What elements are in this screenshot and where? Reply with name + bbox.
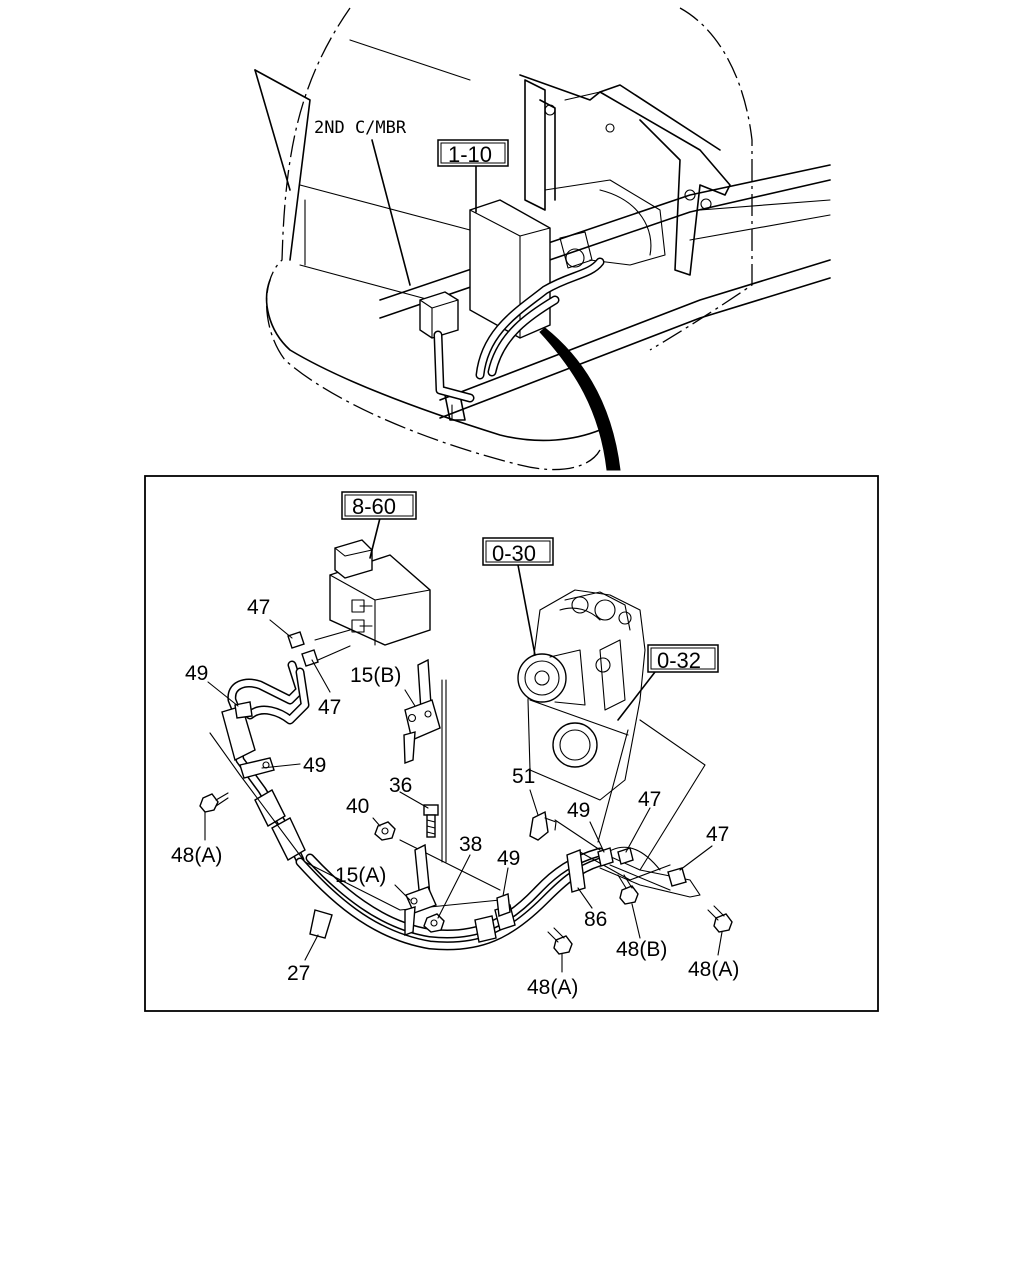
- svg-text:8-60: 8-60: [352, 494, 396, 519]
- engine-assembly: [527, 589, 646, 801]
- svg-text:0-30: 0-30: [492, 541, 536, 566]
- connector-51: [529, 810, 557, 841]
- callout-47-top: 47: [247, 596, 270, 619]
- callout-49-lower: 49: [497, 847, 520, 870]
- ref-box-0-32: 0-32: [647, 644, 719, 673]
- ref-8-60-leader: [369, 517, 381, 559]
- detail-frame: [144, 475, 879, 1012]
- zoom-arrow: [539, 327, 621, 471]
- callout-49-left: 49: [185, 662, 208, 685]
- ref-box-1-10: 1-10: [437, 139, 509, 167]
- callout-40: 40: [346, 795, 369, 818]
- callout-38: 38: [459, 833, 482, 856]
- clip-47-right2: [667, 867, 687, 887]
- clip-49-right: [597, 847, 614, 867]
- callout-27: 27: [287, 962, 310, 985]
- callout-51: 51: [512, 765, 535, 788]
- callout-36: 36: [389, 774, 412, 797]
- nut-40: [374, 821, 396, 841]
- bolt-36: [423, 804, 439, 838]
- svg-text:0-32: 0-32: [657, 648, 701, 673]
- callout-49-right: 49: [567, 799, 590, 822]
- member-label: 2ND C/MBR: [314, 118, 407, 138]
- upper-heater-block: [419, 179, 666, 339]
- upper-hoses: [433, 257, 605, 403]
- ref-box-8-60: 8-60: [341, 491, 417, 520]
- callout-47-right2: 47: [706, 823, 729, 846]
- assembly-line-40: [399, 839, 501, 891]
- bracket-15b: [403, 658, 441, 764]
- bolt-48b: [617, 874, 639, 905]
- callout-leaders: [204, 619, 723, 973]
- bracket-86: [566, 849, 586, 893]
- svg-text:1-10: 1-10: [448, 142, 492, 167]
- crank-pulley: [552, 722, 598, 768]
- callout-48a-right: 48(A): [688, 958, 739, 981]
- callout-49-clip: 49: [303, 754, 326, 777]
- callout-48a-mid: 48(A): [527, 976, 578, 999]
- assembly-line-47-mid: [317, 645, 351, 661]
- assembly-line-86: [579, 851, 671, 881]
- clip-47-top: [287, 631, 305, 649]
- compressor-pulley: [517, 649, 586, 706]
- assembly-line-47-top: [314, 629, 351, 641]
- assembly-line-51: [554, 819, 601, 851]
- callout-47-mid: 47: [318, 696, 341, 719]
- cab-outline: [254, 7, 753, 471]
- callout-47-right1: 47: [638, 788, 661, 811]
- member-leader: [371, 139, 411, 286]
- clip-47-right1: [617, 847, 634, 865]
- callout-86: 86: [584, 908, 607, 931]
- bolt-48a-right: [707, 905, 733, 933]
- main-hose: [221, 705, 701, 951]
- clip-47-mid: [301, 649, 319, 667]
- ref-0-32-leader: [617, 671, 656, 721]
- clip-49-lower: [496, 893, 511, 917]
- heater-hose-loop: [227, 660, 310, 725]
- callout-48a-left: 48(A): [171, 844, 222, 867]
- callout-15b: 15(B): [350, 664, 401, 687]
- bolt-48a-mid: [547, 927, 573, 955]
- callout-15a: 15(A): [335, 864, 386, 887]
- ref-0-30-leader: [517, 564, 536, 656]
- clip-49-left: [234, 701, 253, 719]
- assembly-line-engine-2: [639, 719, 706, 871]
- assembly-line-engine-1: [597, 729, 629, 843]
- callout-48b: 48(B): [616, 938, 667, 961]
- heater-unit: [329, 539, 431, 646]
- bracket-15a: [404, 843, 437, 937]
- bolt-48a-left: [199, 792, 229, 813]
- ref-box-0-30: 0-30: [482, 537, 554, 566]
- clip-49-mid: [239, 757, 275, 779]
- nut-38: [423, 913, 445, 933]
- chassis-frame: [379, 74, 831, 421]
